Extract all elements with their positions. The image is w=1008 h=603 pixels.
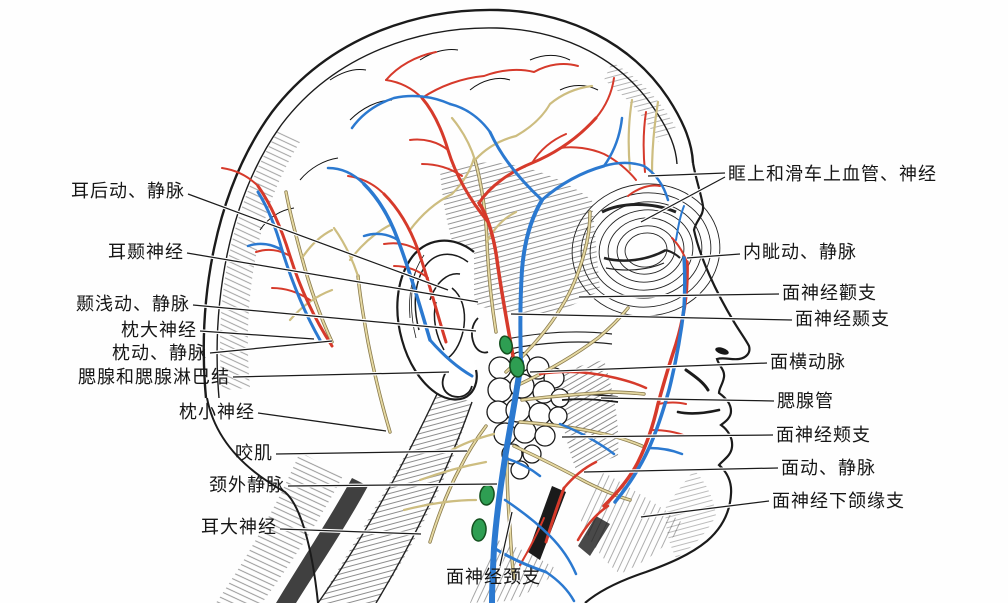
leader-line-occipital-artery-vein xyxy=(209,340,333,354)
jaw-shadow xyxy=(578,516,610,556)
leader-line-parotid-gland-and-parotid-lymph-nodes xyxy=(232,371,450,378)
vein-network xyxy=(246,94,687,603)
leader-line-transverse-facial-artery xyxy=(529,362,768,373)
leader-line-supraorbital-and-supratrochlear-vessels-nerves xyxy=(640,176,726,223)
leader-line-external-jugular-vein xyxy=(287,483,498,487)
eyebrow xyxy=(601,203,677,214)
zygomatic-arch xyxy=(501,331,613,351)
leader-line-posterior-auricular-artery-vein xyxy=(187,193,449,291)
leader-line-temporal-branches-of-facial-nerve xyxy=(510,313,793,321)
leader-line-cervical-branch-of-facial-nerve xyxy=(499,511,513,567)
external-jugular-vein-trunk xyxy=(489,359,524,603)
lymph-nodes xyxy=(471,335,525,542)
neck-shadow-wedge xyxy=(276,478,368,603)
lymph-node xyxy=(509,356,525,378)
leader-line-great-auricular-nerve xyxy=(279,528,422,535)
leader-line-superficial-temporal-artery-vein xyxy=(192,304,477,332)
cranium-outer-line xyxy=(202,8,695,399)
lymph-node xyxy=(499,335,513,355)
face-profile xyxy=(584,162,751,603)
masseter-hatch xyxy=(556,360,619,470)
lower-lid-line xyxy=(605,262,665,271)
trapezius-hatch xyxy=(216,452,344,603)
leader-line-greater-occipital-nerve xyxy=(199,330,315,340)
back-of-head-to-neck xyxy=(206,397,319,603)
leader-line-angular-artery-vein xyxy=(686,253,741,259)
leader-line-facial-artery-vein xyxy=(583,467,779,473)
eye-orbicularis xyxy=(571,183,721,317)
leader-line-auriculotemporal-nerve xyxy=(186,252,479,303)
ear-lobe xyxy=(441,371,473,398)
mouth-slit xyxy=(676,408,721,415)
leader-line-zygomatic-branches-of-facial-nerve xyxy=(578,293,780,298)
occipital-scalp-hatch xyxy=(220,128,300,390)
leader-line-supraorbital-and-supratrochlear-vessels-nerves xyxy=(647,172,726,177)
nostril xyxy=(715,347,729,355)
lymph-node xyxy=(479,484,495,506)
lower-face-hatch xyxy=(580,470,684,574)
head-outline xyxy=(202,8,751,603)
leader-line-marginal-mandibular-branch-of-facial-nerve xyxy=(640,500,770,518)
sternocleidomastoid-hatch xyxy=(318,392,472,603)
nasolabial-stroke xyxy=(684,368,710,392)
ear-fill xyxy=(397,240,478,400)
leader-line-lesser-occipital-nerve xyxy=(257,412,387,432)
leader-lines xyxy=(186,171,793,567)
leader-line-masseter xyxy=(275,450,468,455)
forehead-hatch xyxy=(604,62,676,142)
lymph-node xyxy=(471,518,487,542)
artery-network xyxy=(221,51,689,566)
eye-slit xyxy=(603,248,667,262)
tragus xyxy=(471,317,489,354)
chin-hatch xyxy=(665,470,716,558)
leader-line-buccal-branches-of-facial-nerve xyxy=(561,434,774,438)
cranium-scalp-inner-line xyxy=(216,27,678,399)
medial-canthus xyxy=(665,249,681,259)
leader-line-parotid-duct xyxy=(600,397,775,402)
